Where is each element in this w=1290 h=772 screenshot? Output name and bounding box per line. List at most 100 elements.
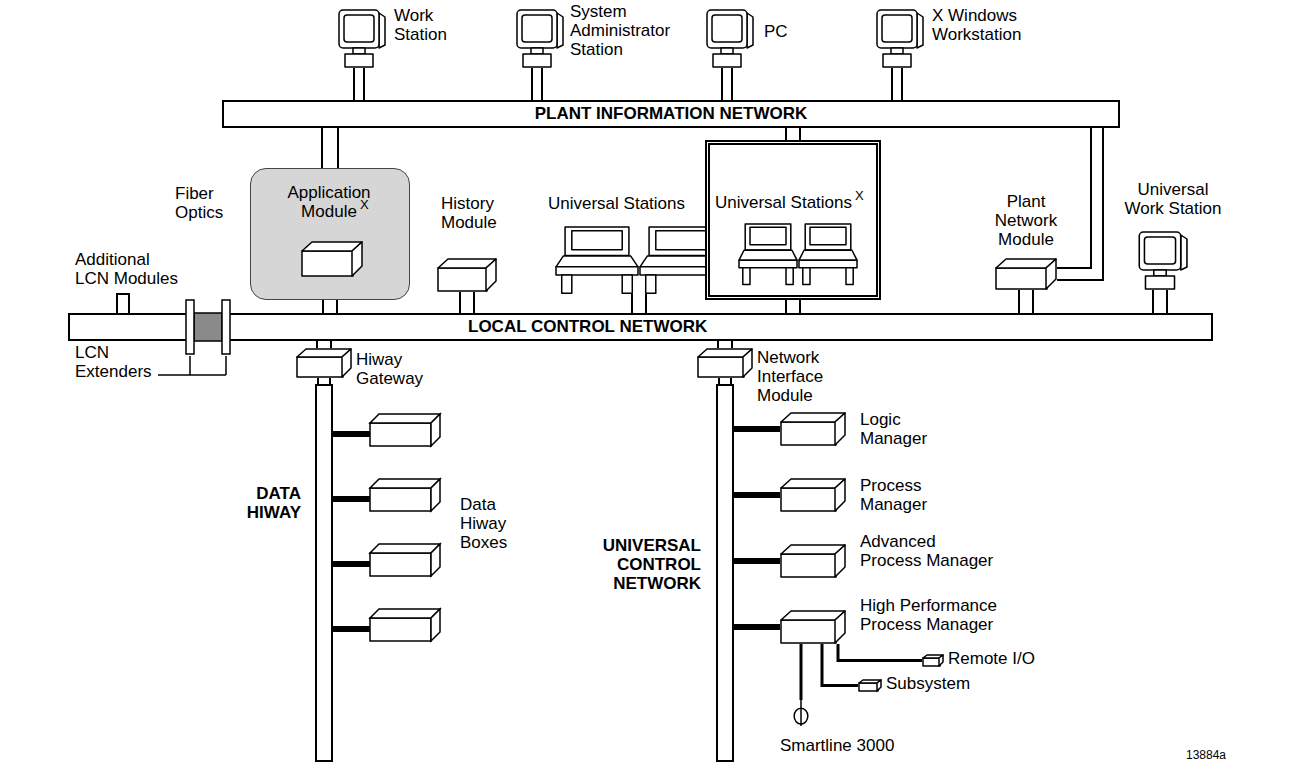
box-front xyxy=(370,553,431,576)
node-label: Smartline 3000 xyxy=(780,736,894,755)
module-icon xyxy=(995,258,1057,290)
pipe-outline xyxy=(316,341,332,348)
hiway-drop xyxy=(333,431,372,437)
pipe-outline xyxy=(353,68,365,100)
monitor-depth xyxy=(379,13,385,48)
text-slot: Data Hiway Boxes xyxy=(460,495,518,552)
pipe-fill xyxy=(1057,128,1097,274)
transmitter-body xyxy=(794,708,808,724)
icon-strokes xyxy=(698,349,752,377)
pipe-fill xyxy=(719,341,731,348)
network-pipe xyxy=(1160,290,1161,313)
line-stroke xyxy=(838,644,922,661)
monitor-screen xyxy=(882,15,912,42)
text-slot: Universal Stations xyxy=(715,193,852,212)
annotation-label: LCN Extenders xyxy=(75,343,161,381)
pipe-outline xyxy=(785,300,801,313)
monitor-body xyxy=(517,10,557,48)
console-housing xyxy=(805,224,851,250)
line-stroke xyxy=(734,492,780,498)
pipe-outline xyxy=(891,68,903,100)
network-band: LOCAL CONTROL NETWORK xyxy=(68,313,1213,341)
box-side xyxy=(1046,259,1056,289)
text-slot: Universal Stations xyxy=(548,194,685,213)
box-side xyxy=(835,413,845,445)
text-slot: LCN Extenders xyxy=(75,343,161,381)
text-slot: X Windows Workstation xyxy=(932,6,1036,44)
pipe-fill xyxy=(893,68,901,100)
annotation-label: 13884a xyxy=(1186,748,1226,762)
pipe-outline xyxy=(322,300,338,313)
text-slot: Process Manager xyxy=(860,476,940,514)
monitor-neck xyxy=(721,48,733,54)
monitor-icon xyxy=(332,8,386,68)
console-body xyxy=(556,267,638,275)
signal-line xyxy=(822,644,858,686)
node-label: Subsystem xyxy=(886,674,970,693)
console-desk xyxy=(799,250,857,260)
console-icon xyxy=(738,223,858,285)
text-slot: Logic Manager xyxy=(860,410,940,448)
text-slot: Hiway Gateway xyxy=(356,350,436,388)
monitor-neck xyxy=(353,48,365,54)
text-slot: Smartline 3000 xyxy=(780,736,894,755)
console-leg xyxy=(786,268,793,285)
text-slot: X xyxy=(855,189,864,203)
pipe-outline xyxy=(717,341,733,348)
console-leg xyxy=(622,275,632,293)
transmitter-icon xyxy=(792,700,810,726)
controller-node: Advanced Process Manager xyxy=(780,544,846,578)
node-label: Universal Stations xyxy=(715,193,852,212)
box-side xyxy=(431,479,440,511)
monitor-icon xyxy=(510,8,564,68)
box-side xyxy=(352,242,362,276)
box-front xyxy=(781,554,836,577)
bracket-line xyxy=(225,356,227,375)
network-pipe xyxy=(727,68,728,100)
icon-strokes xyxy=(781,479,845,511)
icon-strokes xyxy=(339,10,385,67)
transmitter-stem xyxy=(800,708,802,724)
box-front xyxy=(438,268,487,291)
network-pipe xyxy=(639,294,640,313)
module-icon xyxy=(301,241,363,277)
box-side xyxy=(431,414,440,446)
node-label: Work Station xyxy=(394,6,456,44)
text-slot: Plant Network Module xyxy=(985,192,1067,249)
monitor-body xyxy=(707,10,747,48)
module-icon xyxy=(780,412,846,446)
box-side xyxy=(431,544,440,576)
icon-strokes xyxy=(438,259,496,291)
module-icon xyxy=(780,610,846,644)
text-slot: Universal Work Station xyxy=(1120,180,1226,218)
module-region: Application ModuleX xyxy=(250,168,410,300)
workstation-node: System Administrator Station xyxy=(510,8,564,68)
monitor-screen xyxy=(712,15,742,42)
text-slot: System Administrator Station xyxy=(570,2,680,59)
monitor-base xyxy=(523,54,551,67)
controller-node: Process Manager xyxy=(780,478,846,512)
network-pipe xyxy=(330,128,331,168)
text-slot: History Module xyxy=(441,194,513,232)
superscript-mark: X xyxy=(360,198,369,212)
node-label: DATA HIWAY xyxy=(233,484,301,522)
line-stroke xyxy=(734,624,780,630)
extender-flange xyxy=(222,300,230,354)
box-side xyxy=(877,680,881,691)
pipe-outline xyxy=(721,68,733,100)
console-housing xyxy=(745,224,791,250)
network-band: PLANT INFORMATION NETWORK xyxy=(222,100,1120,128)
text-slot: DATA HIWAY xyxy=(233,484,301,522)
text-slot: High Performance Process Manager xyxy=(860,596,1003,634)
annotation-label: Data Hiway Boxes xyxy=(460,495,518,552)
pipe-outline xyxy=(459,292,475,313)
box-side xyxy=(835,479,845,511)
box-front xyxy=(370,488,431,511)
annotation-label: Additional LCN Modules xyxy=(75,250,185,288)
network-band: DATA HIWAY xyxy=(315,384,333,762)
node-label: High Performance Process Manager xyxy=(860,596,1003,634)
pipe-fill xyxy=(533,68,541,100)
hiway-drop xyxy=(333,496,372,502)
node-label: LOCAL CONTROL NETWORK xyxy=(468,317,707,336)
monitor-screen xyxy=(522,15,552,42)
